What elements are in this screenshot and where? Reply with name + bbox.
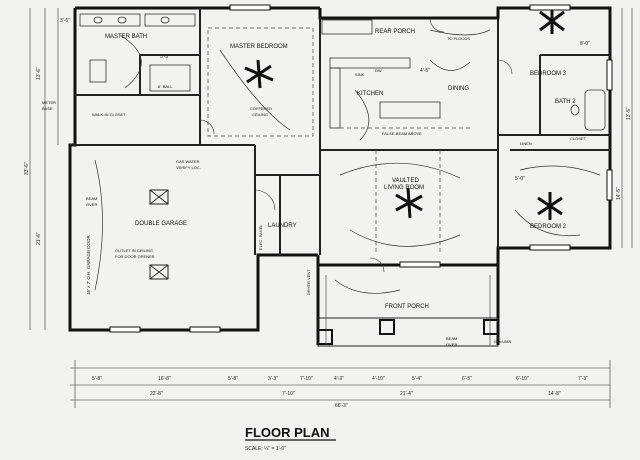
note-coffered: COFFERED bbox=[250, 106, 272, 111]
note-meter: METER bbox=[42, 100, 56, 105]
note-shower: 6" BALL bbox=[158, 84, 173, 89]
room-label-double-garage: DOUBLE GARAGE bbox=[135, 221, 187, 227]
dim-left-1: 13'-6" bbox=[36, 67, 42, 80]
door-swings bbox=[199, 17, 513, 273]
note-column: COLUMN bbox=[494, 339, 511, 344]
ceiling-fan-icon bbox=[395, 187, 423, 219]
room-label-front-porch: FRONT PORCH bbox=[385, 304, 429, 310]
note-beam-porch: BEAM bbox=[446, 336, 457, 341]
windows bbox=[109, 4, 613, 333]
dim-overall-width: 66'-3" bbox=[335, 403, 348, 409]
dim-bottom-5: 7'-10" bbox=[300, 376, 313, 382]
room-label-rear-porch: REAR PORCH bbox=[375, 29, 415, 35]
room-label-closet: CLOSET bbox=[570, 136, 587, 141]
front-porch-structure bbox=[317, 275, 499, 347]
dim-bottom2-4: 14'-8" bbox=[548, 391, 561, 397]
ceiling-fan-icon bbox=[539, 8, 565, 34]
garage-light-fixtures bbox=[149, 189, 169, 280]
dim-top-4: 8'-0" bbox=[580, 41, 590, 47]
kitchen-counters bbox=[321, 19, 441, 129]
room-label-kitchen: KITCHEN bbox=[357, 91, 383, 97]
dim-top-3: 4'-5" bbox=[420, 68, 430, 74]
ceiling-lines bbox=[207, 27, 470, 255]
electrical-wiring bbox=[94, 29, 601, 294]
dim-bottom-2: 16'-8" bbox=[158, 376, 171, 382]
room-label-living-room: LIVING ROOM bbox=[384, 185, 424, 191]
note-meter-base: BASE bbox=[42, 106, 53, 111]
note-coffered-ceiling: CEILING bbox=[252, 112, 268, 117]
note-garage-door: 16' x 7' O.H. GARAGE DOOR bbox=[86, 235, 91, 295]
dim-bottom-8: 5'-4" bbox=[412, 376, 422, 382]
note-beam-over-porch: OVER bbox=[446, 342, 457, 347]
dimension-lines bbox=[29, 8, 633, 408]
note-verify: VERIFY LOC. bbox=[176, 165, 201, 170]
bath-fixtures bbox=[79, 13, 606, 131]
dim-bottom2-1: 22'-8" bbox=[150, 391, 163, 397]
dim-bottom-3: 5'-8" bbox=[228, 376, 238, 382]
dim-bottom-10: 6'-10" bbox=[516, 376, 529, 382]
room-label-master-bath: MASTER BATH bbox=[105, 34, 147, 40]
note-dryer-vent: DRYER VENT bbox=[306, 269, 311, 295]
note-sink: SINK bbox=[355, 72, 365, 77]
dim-bottom-6: 4'-3" bbox=[334, 376, 344, 382]
dim-bottom-4: 3'-3" bbox=[268, 376, 278, 382]
room-label-linen: LINEN bbox=[520, 141, 532, 146]
plan-title: FLOOR PLAN bbox=[245, 425, 330, 440]
room-label-dining: DINING bbox=[448, 86, 469, 92]
note-dw: DW bbox=[375, 68, 382, 73]
note-outlet: OUTLET IN CEILING bbox=[115, 248, 153, 253]
note-beam-over: OVER bbox=[86, 202, 97, 207]
note-gas-water: GAS WATER bbox=[176, 159, 200, 164]
room-label-bath2: BATH 2 bbox=[555, 99, 576, 105]
note-elec-panel: ELEC. PANEL bbox=[258, 224, 263, 250]
dim-bottom-11: 7'-3" bbox=[578, 376, 588, 382]
dim-bottom2-2: 7'-10" bbox=[282, 391, 295, 397]
dim-bottom2-3: 21'-4" bbox=[400, 391, 413, 397]
room-label-vaulted: VAULTED bbox=[392, 178, 419, 184]
room-label-walkin-closet: WALK-IN CLOSET bbox=[92, 112, 126, 117]
ceiling-fan-icon bbox=[244, 59, 274, 89]
note-outlet-door-opener: FOR DOOR OPENER bbox=[115, 254, 155, 259]
ceiling-fan-icon bbox=[537, 192, 563, 220]
note-to-floods: TO FLOODS bbox=[447, 36, 470, 41]
room-label-master-bedroom: MASTER BEDROOM bbox=[230, 44, 288, 50]
dim-bottom-1: 5'-8" bbox=[92, 376, 102, 382]
dim-right-1: 13'-5" bbox=[626, 107, 632, 120]
dim-bottom-7: 4'-10" bbox=[372, 376, 385, 382]
dim-top-1: 3'-6" bbox=[60, 18, 70, 24]
dim-left-2: 33'-6" bbox=[24, 162, 30, 175]
room-label-bedroom2: BEDROOM 2 bbox=[530, 224, 567, 230]
dim-top-5: 5'-0" bbox=[515, 176, 525, 182]
dim-left-3: 21'-6" bbox=[36, 232, 42, 245]
note-false-beam: FALSE-BEAM ABOVE bbox=[382, 131, 422, 136]
note-beam: BEAM bbox=[86, 196, 97, 201]
plan-scale: SCALE: ¼" = 1'-0" bbox=[245, 446, 286, 452]
dim-top-2: 5'-3" bbox=[160, 54, 170, 60]
dim-right-2: 14'-5" bbox=[616, 187, 622, 200]
dim-bottom-9: 6'-5" bbox=[462, 376, 472, 382]
room-label-bedroom3: BEDROOM 3 bbox=[530, 71, 567, 77]
room-label-laundry: LAUNDRY bbox=[268, 223, 297, 229]
